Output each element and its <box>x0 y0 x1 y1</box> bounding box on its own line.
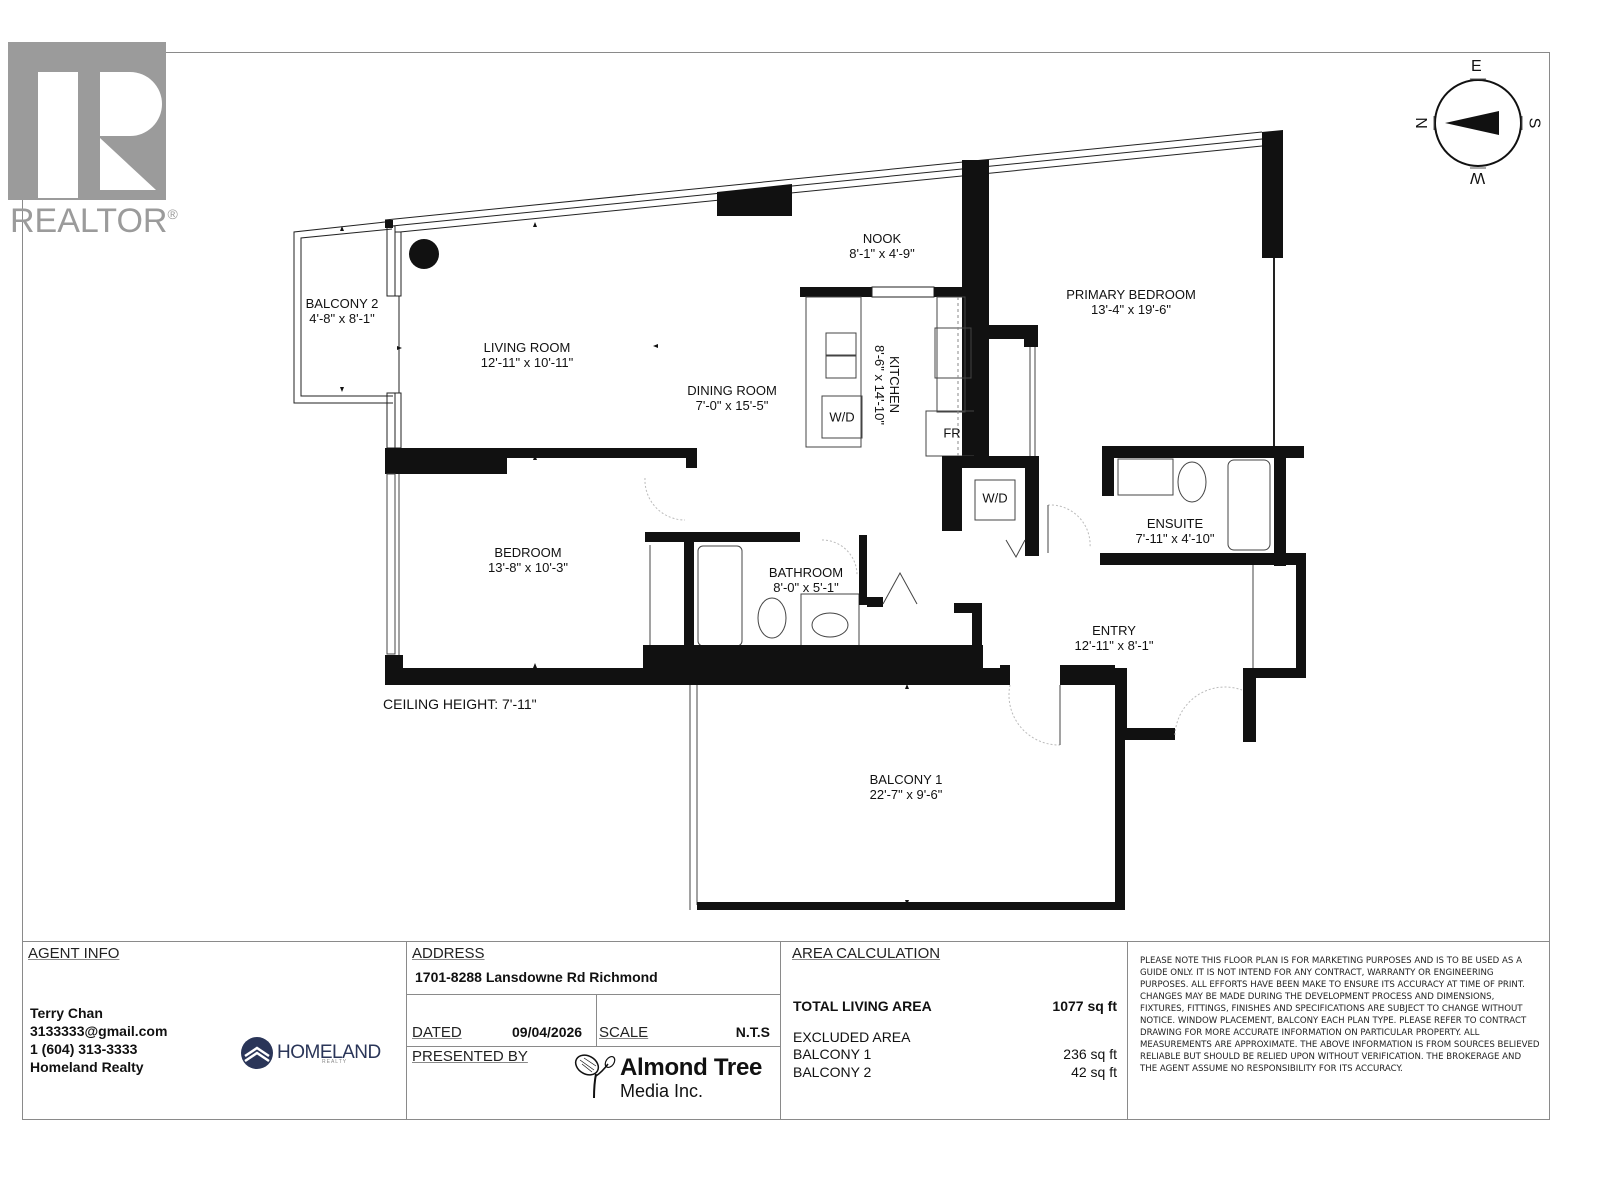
almond-title: Almond Tree <box>620 1054 763 1081</box>
agent-phone: 1 (604) 313-3333 <box>30 1041 138 1057</box>
balcony-1-area-label: BALCONY 1 <box>793 1046 872 1062</box>
balcony-2-outline <box>293 221 393 404</box>
agent-company: Homeland Realty <box>30 1059 144 1075</box>
bathroom-fixtures <box>697 545 860 647</box>
ensuite-fixtures <box>1117 458 1271 551</box>
balcony-1-area-value: 236 sq ft <box>1063 1046 1117 1062</box>
excluded-area-label: EXCLUDED AREA <box>793 1029 911 1045</box>
washer-dryer-closet: W/D <box>982 490 1008 506</box>
compass-east-label: E <box>1471 58 1482 75</box>
address-section: ADDRESS 1701-8288 Lansdowne Rd Richmond … <box>406 942 780 1120</box>
homeland-logo: HOMELAND <box>240 1036 381 1070</box>
balcony-2-area-label: BALCONY 2 <box>793 1064 872 1080</box>
total-living-area-value: 1077 sq ft <box>1052 998 1117 1014</box>
agent-details: Terry Chan 3133333@gmail.com 1 (604) 313… <box>30 1004 167 1076</box>
total-living-area-label: TOTAL LIVING AREA <box>793 998 932 1014</box>
disclaimer-section: PLEASE NOTE THIS FLOOR PLAN IS FOR MARKE… <box>1127 942 1550 1120</box>
balcony-2-area-value: 42 sq ft <box>1071 1064 1117 1080</box>
realtor-logo: REALTOR® <box>8 42 178 242</box>
title-block: AGENT INFO Terry Chan 3133333@gmail.com … <box>22 941 1550 1120</box>
presented-by-header: PRESENTED BY <box>412 1048 528 1065</box>
realtor-r-icon <box>8 42 166 200</box>
agent-info-header: AGENT INFO <box>28 945 120 962</box>
disclaimer-text: PLEASE NOTE THIS FLOOR PLAN IS FOR MARKE… <box>1140 956 1540 1074</box>
homeland-wordmark: HOMELAND <box>277 1042 381 1063</box>
compass-icon <box>1433 78 1523 169</box>
almond-tree-logo: Almond Tree Media Inc. <box>572 1050 782 1110</box>
agent-email: 3133333@gmail.com <box>30 1023 168 1039</box>
structural-column <box>409 239 439 269</box>
almond-sub: Media Inc. <box>620 1081 704 1101</box>
washer-dryer-kitchen: W/D <box>829 409 855 425</box>
homeland-house-icon <box>241 1037 273 1069</box>
drawing-frame <box>22 52 1550 1120</box>
scale-value: N.T.S <box>735 1024 770 1040</box>
dated-value: 09/04/2026 <box>512 1024 583 1040</box>
area-calculation-section: AREA CALCULATION TOTAL LIVING AREA 1077 … <box>780 942 1127 1120</box>
agent-name: Terry Chan <box>30 1005 103 1021</box>
living-west-wall <box>386 225 402 449</box>
agent-info-section: AGENT INFO Terry Chan 3133333@gmail.com … <box>22 942 406 1120</box>
area-header: AREA CALCULATION <box>792 945 941 962</box>
ceiling-height: CEILING HEIGHT: 7'-11" <box>383 696 537 712</box>
homeland-sub: REALTY <box>322 1059 348 1065</box>
compass-rose: E N S W <box>1410 58 1550 188</box>
address-header: ADDRESS <box>412 945 485 962</box>
realtor-wordmark: REALTOR® <box>10 202 178 240</box>
almond-leaf-icon <box>574 1054 616 1099</box>
north-window-wall <box>384 131 1263 233</box>
fridge: FR <box>943 425 961 441</box>
dated-label: DATED <box>412 1024 462 1041</box>
address-value: 1701-8288 Lansdowne Rd Richmond <box>415 969 658 985</box>
scale-label: SCALE <box>599 1024 649 1041</box>
